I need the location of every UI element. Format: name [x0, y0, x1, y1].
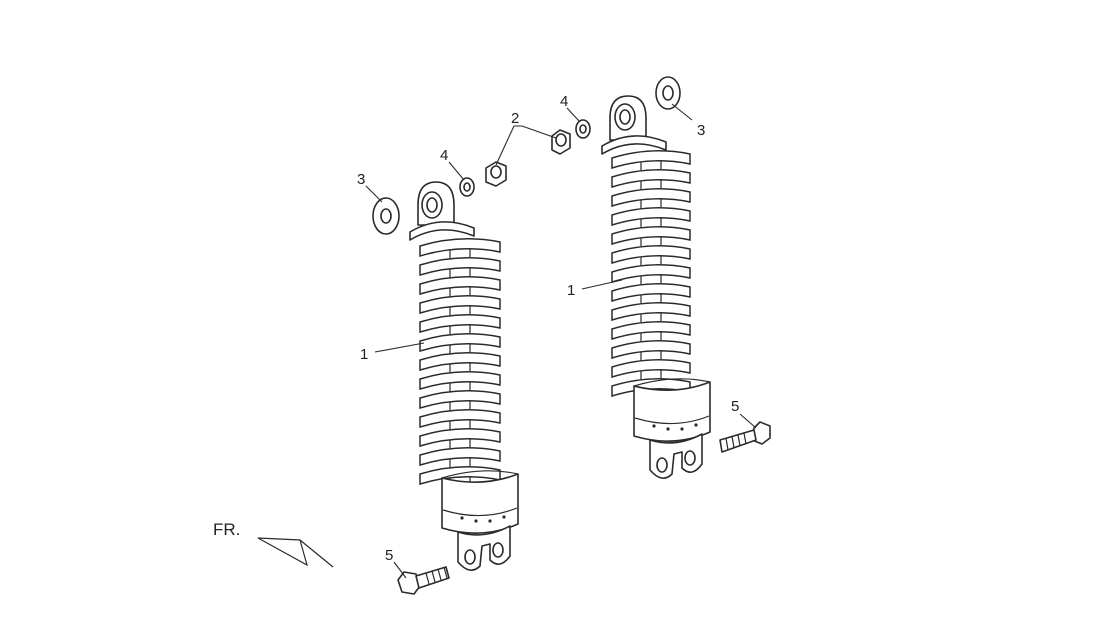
- spring-coil: [611, 207, 691, 227]
- spring-coil: [419, 409, 501, 429]
- right-coil-spring: [611, 150, 691, 399]
- right-top-spring-seat: [601, 135, 667, 155]
- spring-coil: [419, 238, 501, 258]
- left-collar-nut: [485, 161, 507, 187]
- callout-left-shock: 1: [360, 346, 368, 363]
- damper-shaft-segment: [449, 362, 471, 373]
- left-lower-clevis: [457, 525, 511, 571]
- right-damper-body: [633, 378, 711, 442]
- damper-shaft-segment: [640, 331, 662, 342]
- damper-shaft-segment: [640, 293, 662, 304]
- damper-shaft-segment: [449, 400, 471, 411]
- spring-coil: [611, 302, 691, 322]
- spring-coil: [611, 188, 691, 208]
- left-damper-body: [441, 470, 519, 534]
- right-lower-clevis: [649, 433, 703, 479]
- spring-coil: [611, 340, 691, 360]
- damper-shaft-segment: [449, 438, 471, 449]
- spring-coil: [419, 428, 501, 448]
- left-small-washer: [459, 177, 475, 197]
- left-top-eye: [417, 181, 455, 226]
- damper-shaft-segment: [449, 248, 471, 259]
- front-direction-indicator: FR.: [213, 520, 334, 568]
- spring-coil: [611, 169, 691, 189]
- damper-shaft-segment: [449, 381, 471, 392]
- spring-coil: [611, 359, 691, 379]
- damper-shaft-segment: [640, 350, 662, 361]
- right-shock-absorber: [601, 95, 711, 479]
- right-large-washer: [655, 76, 681, 110]
- damper-shaft-segment: [640, 255, 662, 266]
- spring-coil: [419, 257, 501, 277]
- left-coil-spring: [419, 238, 501, 487]
- spring-coil: [419, 314, 501, 334]
- spring-coil: [611, 283, 691, 303]
- damper-shaft-segment: [640, 312, 662, 323]
- spring-coil: [419, 390, 501, 410]
- front-label: FR.: [213, 520, 240, 539]
- damper-shaft-segment: [640, 217, 662, 228]
- spring-coil: [611, 226, 691, 246]
- damper-shaft-segment: [449, 457, 471, 468]
- spring-coil: [419, 447, 501, 467]
- spring-coil: [611, 264, 691, 284]
- damper-shaft-segment: [449, 419, 471, 430]
- right-collar-nut: [551, 129, 571, 155]
- left-bolt: [397, 566, 450, 595]
- damper-shaft-segment: [449, 343, 471, 354]
- right-bolt: [719, 421, 771, 453]
- front-arrow-icon: [257, 537, 334, 568]
- left-large-washer: [372, 197, 400, 235]
- damper-shaft-segment: [449, 305, 471, 316]
- spring-coil: [419, 333, 501, 353]
- spring-coil: [419, 352, 501, 372]
- damper-shaft-segment: [449, 324, 471, 335]
- spring-coil: [611, 321, 691, 341]
- spring-coil: [611, 150, 691, 170]
- leader-lines: [365, 103, 757, 579]
- callout-left-small-washer: 4: [440, 147, 448, 164]
- damper-shaft-segment: [640, 198, 662, 209]
- damper-shaft-segment: [449, 267, 471, 278]
- left-shock-absorber: [409, 181, 519, 571]
- spring-coil: [611, 245, 691, 265]
- callout-collar-nut: 2: [511, 110, 519, 127]
- damper-shaft-segment: [640, 274, 662, 285]
- callout-right-large-washer: 3: [697, 122, 705, 139]
- damper-shaft-segment: [640, 160, 662, 171]
- damper-shaft-segment: [640, 179, 662, 190]
- damper-shaft-segment: [640, 236, 662, 247]
- callout-right-shock: 1: [567, 282, 575, 299]
- callout-left-large-washer: 3: [357, 171, 365, 188]
- right-top-eye: [609, 95, 647, 141]
- callout-right-small-washer: 4: [560, 93, 568, 110]
- left-top-spring-seat: [409, 221, 475, 241]
- damper-shaft-segment: [449, 286, 471, 297]
- spring-coil: [419, 295, 501, 315]
- damper-shaft-segment: [640, 369, 662, 380]
- right-small-washer: [575, 119, 591, 139]
- callout-left-bolt: 5: [385, 547, 393, 564]
- callout-right-bolt: 5: [731, 398, 739, 415]
- spring-coil: [419, 371, 501, 391]
- spring-coil: [419, 276, 501, 296]
